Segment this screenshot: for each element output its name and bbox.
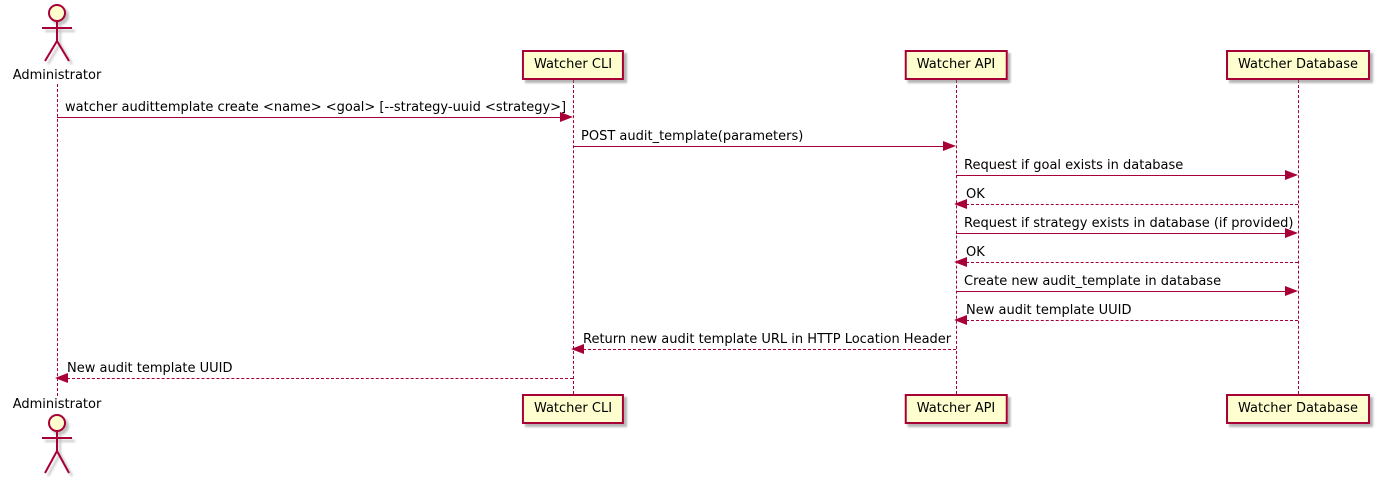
message-line — [956, 175, 1287, 176]
message-label: New audit template UUID — [966, 303, 1132, 318]
message-line — [966, 262, 1298, 263]
message-line — [956, 291, 1287, 292]
arrowhead-left-icon — [55, 373, 68, 383]
lifeline-watcher-api — [956, 80, 957, 394]
actor-icon — [42, 4, 72, 62]
arrowhead-left-icon — [954, 257, 967, 267]
message-line — [573, 146, 945, 147]
message-line — [966, 320, 1298, 321]
arrowhead-left-icon — [571, 344, 584, 354]
arrowhead-right-icon — [943, 141, 956, 151]
actor-label-bottom: Administrator — [12, 397, 102, 412]
message-label: POST audit_template(parameters) — [581, 129, 804, 144]
message-line — [966, 204, 1298, 205]
participant-watcher-api-bottom: Watcher API — [904, 394, 1008, 424]
lifeline-watcher-database — [1298, 80, 1299, 394]
actor-icon-bottom — [42, 414, 72, 474]
participant-watcher-database-bottom: Watcher Database — [1226, 394, 1370, 424]
arrowhead-right-icon — [1285, 170, 1298, 180]
participant-watcher-database-top: Watcher Database — [1226, 50, 1370, 80]
message-label: OK — [966, 187, 985, 202]
participant-watcher-cli-bottom: Watcher CLI — [521, 394, 625, 424]
arrowhead-right-icon — [1285, 228, 1298, 238]
actor-label: Administrator — [12, 68, 102, 83]
message-label: OK — [966, 245, 985, 260]
message-label: New audit template UUID — [67, 361, 233, 376]
message-line — [57, 117, 562, 118]
lifeline-watcher-cli — [573, 80, 574, 394]
message-label: Create new audit_template in database — [964, 274, 1222, 289]
message-label: Request if strategy exists in database (… — [964, 216, 1294, 231]
arrowhead-left-icon — [954, 315, 967, 325]
message-line — [956, 233, 1287, 234]
arrowhead-right-icon — [560, 112, 573, 122]
message-label: watcher audittemplate create <name> <goa… — [65, 100, 567, 115]
participant-watcher-cli-top: Watcher CLI — [521, 50, 625, 80]
arrowhead-left-icon — [954, 199, 967, 209]
message-line — [583, 349, 956, 350]
arrowhead-right-icon — [1285, 286, 1298, 296]
message-label: Return new audit template URL in HTTP Lo… — [583, 332, 952, 347]
lifeline-administrator — [57, 84, 58, 396]
participant-watcher-api-top: Watcher API — [904, 50, 1008, 80]
message-line — [67, 378, 573, 379]
message-label: Request if goal exists in database — [964, 158, 1184, 173]
